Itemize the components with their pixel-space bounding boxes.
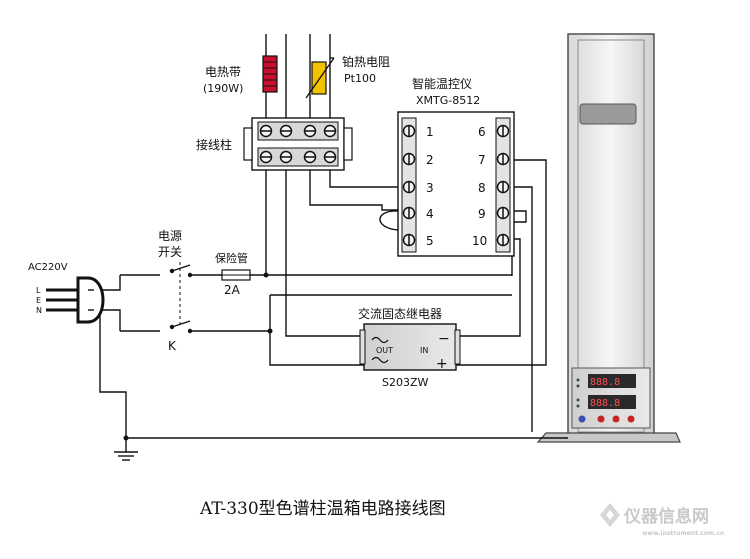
sensor-model: Pt100 [344,72,376,85]
controller-model: XMTG-8512 [416,94,480,107]
diagram-title: AT-330型色谱柱温箱电路接线图 [199,499,446,519]
column-oven: 888.8 888.8 [536,33,681,443]
pin-1: 1 [426,125,434,139]
pin-6: 6 [478,125,486,139]
pt100-sensor [305,57,335,99]
watermark-logo [600,503,620,527]
relay-out-label: OUT [376,346,393,355]
oven-window [579,103,637,125]
heater-power: (190W) [203,82,243,95]
heater-band [262,55,278,93]
junction-dots [123,268,273,441]
pin-10: 10 [472,234,487,248]
oven-button-red-3 [627,415,635,423]
plug-pin-n: N [36,306,42,315]
relay-in-label: IN [420,346,428,355]
power-plug [46,276,105,324]
controller-pin-labels-right: 6 7 8 9 10 [472,125,487,248]
terminal-block [243,117,353,171]
relay-model: S203ZW [382,376,429,389]
relay-ac-symbol-bottom [371,356,389,364]
plug-pin-l: L [36,286,41,295]
svg-text:888.8: 888.8 [590,377,620,388]
oven-button-red-1 [597,415,605,423]
controller-label: 智能温控仪 [412,76,472,91]
plug-pin-e: E [36,296,41,305]
wires [88,34,568,461]
fuse-label: 保险管 [215,251,248,265]
pin-9: 9 [478,207,486,221]
svg-text:888.8: 888.8 [590,398,620,409]
pin-4: 4 [426,207,434,221]
solid-state-relay [359,323,461,371]
pin-2: 2 [426,153,434,167]
temperature-controller [397,111,515,257]
oven-display-upper: 888.8 [588,374,636,388]
heater-label: 电热带 [205,65,241,79]
switch-k-label: K [168,339,177,353]
oven-base [536,432,681,443]
fuse-rating: 2A [224,283,241,297]
pin-5: 5 [426,234,434,248]
relay-label: 交流固态继电器 [358,306,442,321]
pin-8: 8 [478,181,486,195]
relay-minus: − [438,331,450,347]
oven-display-lower: 888.8 [588,395,636,409]
watermark-sub: www.instrument.com.cn [642,530,724,537]
watermark-text: 仪器信息网 [623,506,709,527]
power-source-label: AC220V [28,262,68,273]
relay-plus: + [436,356,448,372]
pin-3: 3 [426,181,434,195]
oven-button-blue [578,415,586,423]
switch-label-2: 开关 [158,245,182,259]
switch-label-1: 电源 [158,229,182,243]
controller-pin-labels-left: 1 2 3 4 5 [426,125,434,248]
oven-button-red-2 [612,415,620,423]
pin-7: 7 [478,153,486,167]
terminal-block-label: 接线柱 [196,137,232,152]
relay-ac-symbol-top [371,336,389,344]
sensor-label: 铂热电阻 [342,54,390,69]
